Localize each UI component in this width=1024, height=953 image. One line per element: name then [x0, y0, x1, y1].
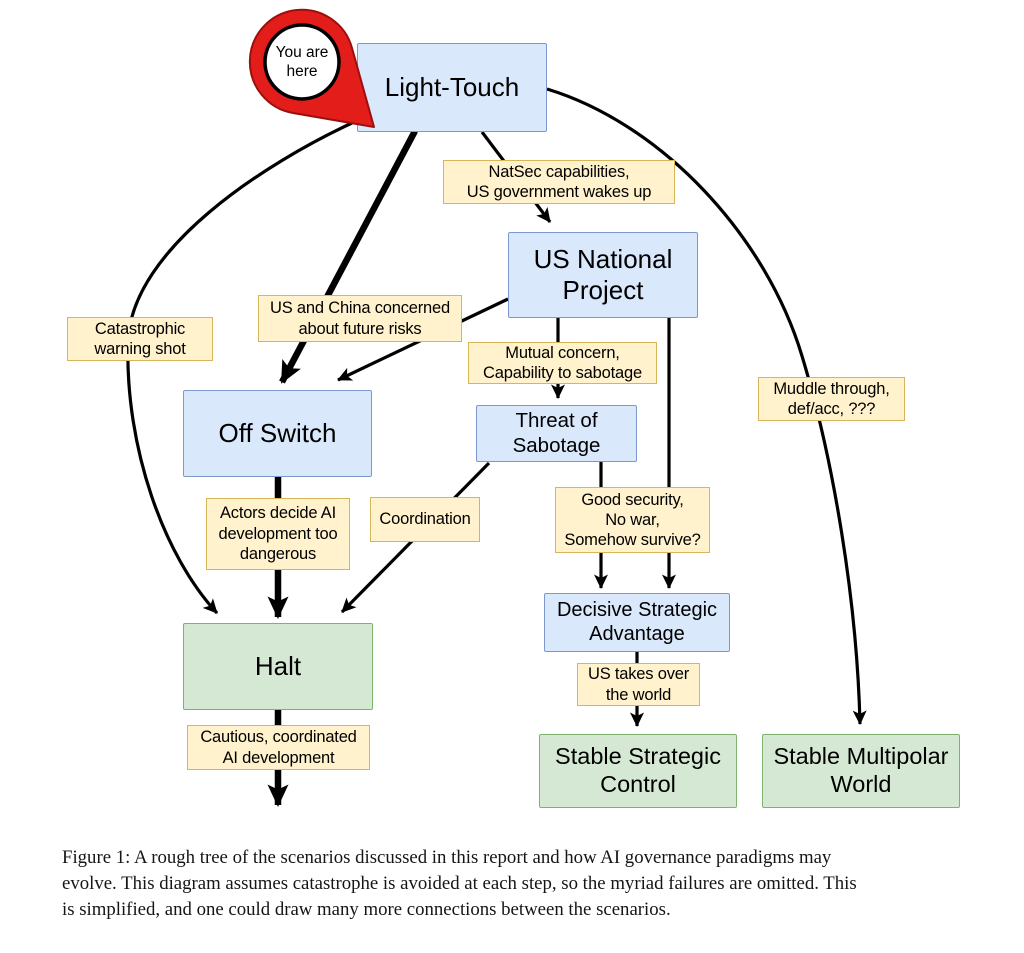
edge-label-us-china-concerned: US and China concerned about future risk…	[258, 295, 462, 342]
edge-label-actors-decide: Actors decide AI development too dangero…	[206, 498, 350, 570]
node-threat-of-sabotage: Threat of Sabotage	[476, 405, 637, 462]
edge-label-mutual-concern: Mutual concern, Capability to sabotage	[468, 342, 657, 384]
edge-label-coordination: Coordination	[370, 497, 480, 542]
edge-label-muddle-through: Muddle through, def/acc, ???	[758, 377, 905, 421]
figure-caption: Figure 1: A rough tree of the scenarios …	[62, 847, 857, 920]
edge-label-catastrophic-warning-shot: Catastrophic warning shot	[67, 317, 213, 361]
node-decisive-strategic-advantage: Decisive Strategic Advantage	[544, 593, 730, 652]
edge-label-us-takes-over: US takes over the world	[577, 663, 700, 706]
node-off-switch: Off Switch	[183, 390, 372, 477]
node-us-national-project: US National Project	[508, 232, 698, 318]
node-halt: Halt	[183, 623, 373, 710]
edge-label-cautious: Cautious, coordinated AI development	[187, 725, 370, 770]
node-light-touch: Light-Touch	[357, 43, 547, 132]
edge-light-touch-to-stable-multipolar-world	[546, 87, 867, 725]
edge-light-touch-to-off-switch	[279, 129, 418, 384]
edge-label-natsec: NatSec capabilities, US government wakes…	[443, 160, 675, 204]
edge-label-good-security: Good security, No war, Somehow survive?	[555, 487, 710, 553]
you-are-here-text: You are here	[275, 44, 329, 80]
node-stable-multipolar-world: Stable Multipolar World	[762, 734, 960, 808]
node-stable-strategic-control: Stable Strategic Control	[539, 734, 737, 808]
